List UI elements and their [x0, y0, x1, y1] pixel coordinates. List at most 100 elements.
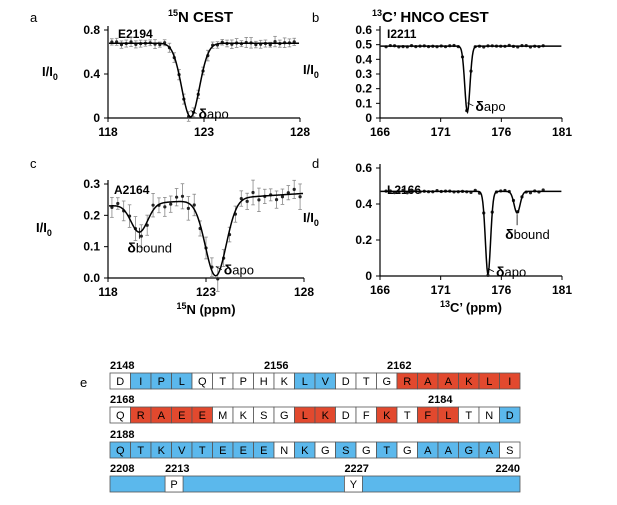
residue-letter: N — [485, 410, 493, 422]
sequence-position-number: 2156 — [264, 360, 288, 372]
residue-letter: D — [342, 376, 350, 388]
annotation-label: δapo — [224, 262, 254, 278]
residue-letter: A — [445, 445, 453, 457]
data-point — [169, 202, 173, 206]
fit-curve — [380, 45, 562, 115]
sequence-gap-letter: P — [170, 479, 177, 491]
residue-label: I2211 — [387, 27, 417, 41]
annotation-label: δapo — [475, 98, 505, 114]
residue-letter: R — [403, 376, 411, 388]
x-tick-label: 171 — [431, 283, 451, 297]
panel-letter-e: e — [80, 375, 87, 390]
sequence-start-number: 2168 — [110, 394, 134, 406]
y-tick-label: 0.5 — [355, 38, 372, 52]
data-point — [257, 198, 261, 202]
y-tick-label: 0.0 — [83, 271, 100, 285]
residue-letter: A — [424, 445, 432, 457]
residue-letter: T — [404, 410, 411, 422]
residue-letter: S — [260, 410, 267, 422]
residue-letter: Q — [116, 445, 125, 457]
y-axis-label: I/I0 — [36, 220, 52, 238]
y-tick-label: 0.3 — [83, 177, 100, 191]
residue-cell — [499, 441, 521, 459]
data-point — [216, 277, 220, 281]
cest-charts: 118 123 128 0 0.4 0.8I/I0 E2194 δapo 166 171 176 18… — [36, 23, 572, 317]
data-point — [192, 203, 196, 207]
data-point — [116, 201, 120, 206]
residue-letter: G — [464, 445, 473, 457]
y-tick-label: 0.1 — [355, 96, 372, 110]
residue-letter: D — [116, 376, 124, 388]
x-tick-label: 181 — [552, 283, 572, 297]
data-point — [175, 195, 179, 199]
y-axis-label: I/I0 — [303, 210, 319, 228]
data-point — [292, 187, 296, 191]
sequence-start-number: 2188 — [110, 429, 134, 441]
annotation-arrow — [190, 110, 197, 114]
annotation-label: δbound — [127, 240, 172, 256]
residue-letter: K — [383, 410, 391, 422]
x-axis-label: 15N (ppm) — [176, 301, 235, 317]
y-tick-label: 0.8 — [83, 23, 100, 37]
sequence-gap-cell — [344, 475, 363, 493]
residue-letter: L — [445, 410, 451, 422]
y-tick-label: 0.2 — [355, 82, 372, 96]
residue-letter: E — [260, 445, 267, 457]
x-tick-label: 123 — [196, 285, 216, 299]
residue-letter: A — [424, 376, 432, 388]
residue-letter: L — [302, 410, 308, 422]
residue-letter: K — [322, 410, 330, 422]
x-tick-label: 128 — [290, 125, 310, 139]
fit-curve — [108, 42, 300, 118]
residue-letter: K — [240, 410, 248, 422]
residue-letter: G — [280, 410, 289, 422]
data-point — [273, 39, 277, 44]
residue-letter: A — [445, 376, 453, 388]
sequence-bar-start: 2208 — [110, 463, 134, 475]
data-point — [163, 205, 167, 209]
sequence-gap-number: 2213 — [165, 463, 189, 475]
residue-letter: I — [139, 376, 142, 388]
y-tick-label: 0 — [93, 111, 100, 125]
y-tick-label: 0.4 — [83, 67, 100, 81]
residue-letter: G — [321, 445, 330, 457]
data-point — [239, 196, 243, 201]
x-axis-label: 13C’ (ppm) — [440, 299, 502, 315]
residue-letter: H — [260, 376, 268, 388]
residue-letter: L — [486, 376, 492, 388]
residue-letter: G — [362, 445, 371, 457]
x-tick-label: 166 — [370, 283, 390, 297]
x-tick-label: 171 — [431, 125, 451, 139]
x-tick-label: 123 — [194, 125, 214, 139]
residue-letter: K — [465, 376, 473, 388]
x-tick-label: 176 — [491, 125, 511, 139]
y-tick-label: 0.2 — [355, 233, 372, 247]
annotation-arrow — [215, 266, 222, 270]
residue-letter: E — [219, 445, 226, 457]
y-tick-label: 0 — [365, 269, 372, 283]
sequence-gap-number: 2227 — [344, 463, 368, 475]
residue-letter: E — [240, 445, 247, 457]
residue-label: E2194 — [118, 27, 153, 41]
data-point — [280, 195, 285, 199]
residue-letter: L — [302, 376, 308, 388]
residue-letter: G — [382, 376, 391, 388]
data-point — [139, 234, 143, 238]
data-point — [180, 194, 185, 198]
y-tick-label: 0.1 — [83, 240, 100, 254]
residue-letter: T — [363, 376, 370, 388]
y-axis-label: I/I0 — [42, 64, 58, 82]
sequence-position-number: 2162 — [387, 360, 411, 372]
x-tick-label: 118 — [98, 285, 118, 299]
data-point — [186, 206, 190, 210]
annotation-arrow — [487, 268, 495, 272]
y-tick-label: 0 — [365, 111, 372, 125]
residue-letter: D — [506, 410, 514, 422]
